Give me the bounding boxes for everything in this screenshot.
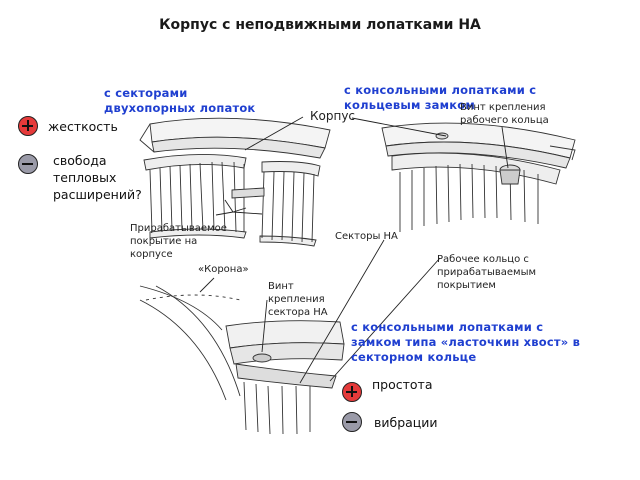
con-vibrations: вибрации <box>374 415 438 430</box>
variant-heading-double-support: с секторами двухопорных лопаток <box>104 86 256 115</box>
variant-heading-dovetail-lock: с консольными лопатками с замком типа «л… <box>351 320 581 364</box>
drawing-ring-lock <box>381 122 576 232</box>
callout-ring-screw: Винт крепления рабочего кольца <box>460 102 549 126</box>
plus-sign-icon <box>342 382 362 402</box>
drawing-dovetail-lock <box>139 285 345 435</box>
minus-sign-icon <box>18 154 38 174</box>
callout-sector-screw: Винт крепления сектора НА <box>268 281 328 318</box>
pro-simplicity: простота <box>372 377 433 392</box>
pro-stiffness: жесткость <box>48 119 118 134</box>
callout-stator-sectors: Секторы НА <box>335 231 398 242</box>
callout-working-ring: Рабочее кольцо с прирабатываемым покрыти… <box>437 254 537 291</box>
minus-sign-icon <box>342 412 362 432</box>
plus-sign-icon <box>18 116 38 136</box>
callout-abradable-coating: Прирабатываемое покрытие на корпусе <box>130 223 227 260</box>
page-title: Корпус с неподвижными лопатками НА <box>159 17 481 33</box>
variant-heading-ring-lock: с консольными лопатками с кольцевым замк… <box>344 83 537 112</box>
callout-corona: «Корона» <box>198 264 249 275</box>
drawing-double-support-sectors <box>139 117 331 247</box>
callout-casing: Корпус <box>310 109 356 123</box>
con-thermal-expansion: свобода тепловых расширений? <box>53 153 142 202</box>
